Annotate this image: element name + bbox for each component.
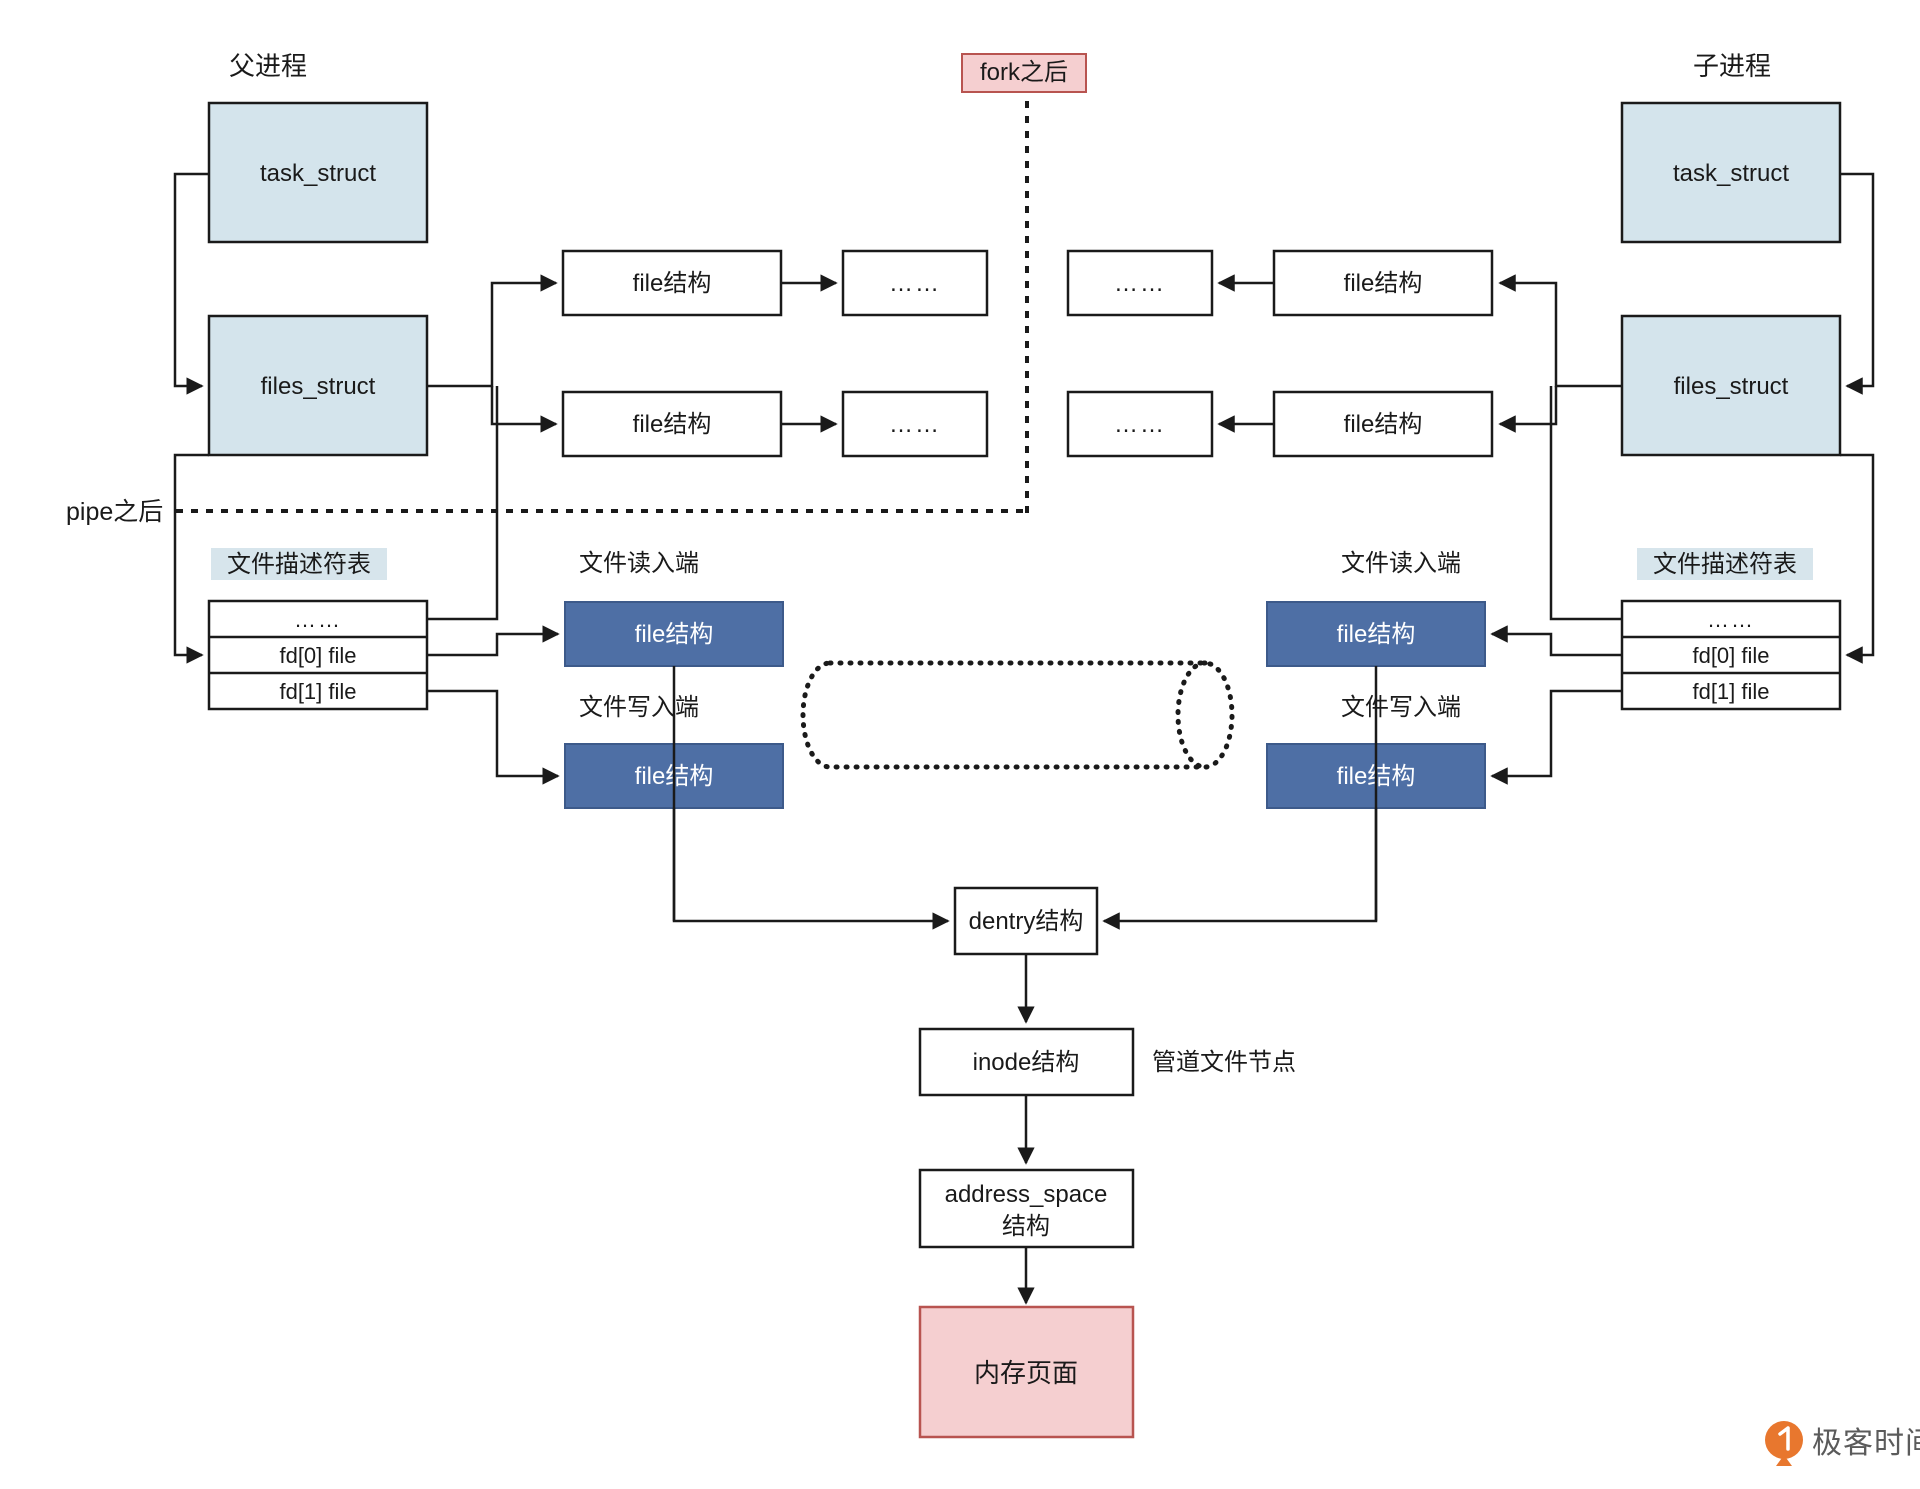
edge-child-fd0-to-read-end	[1490, 625, 1622, 657]
parent-pipe-read-file-struct-box: file结构	[564, 601, 784, 667]
parent-ellipsis-box-1: ……	[841, 249, 989, 317]
dentry-struct-label: dentry结构	[969, 908, 1084, 935]
parent-files-struct-label: files_struct	[261, 373, 376, 400]
edge-parent-files-to-file2	[490, 386, 558, 433]
dentry-struct-box: dentry结构	[953, 886, 1099, 956]
pipe-file-node-annotation: 管道文件节点	[1152, 1049, 1296, 1076]
parent-fd-table: …… fd[0] file fd[1] file	[207, 599, 429, 711]
address-space-label-line1: address_space	[945, 1181, 1108, 1208]
child-fd-table-label-bg	[1637, 548, 1813, 580]
child-file-struct-box-2: file结构	[1272, 390, 1494, 458]
pipe-label-text: pipe之后	[66, 498, 163, 526]
address-space-label-line2: 结构	[1002, 1213, 1050, 1240]
child-task-struct-label: task_struct	[1673, 160, 1789, 187]
parent-fd-table-label: 文件描述符表	[227, 551, 371, 578]
child-file-struct-label-1: file结构	[1344, 270, 1423, 297]
edge-child-fdtable-top-riser	[1549, 386, 1622, 621]
watermark-brand-text: 极客时间	[1812, 1427, 1920, 1460]
child-ellipsis-label-1: ……	[1114, 270, 1166, 297]
edge-child-files-to-file1	[1498, 274, 1622, 388]
parent-task-struct-box: task_struct	[207, 101, 429, 244]
child-fd-table: …… fd[0] file fd[1] file	[1620, 599, 1842, 711]
parent-fd-row-1: fd[0] file	[279, 643, 356, 668]
edge-parent-files-to-fdtable	[173, 453, 209, 664]
fork-label-badge: fork之后	[961, 53, 1087, 93]
edge-parent-files-to-file1	[427, 274, 558, 388]
parent-task-struct-label: task_struct	[260, 160, 376, 187]
parent-ellipsis-box-2: ……	[841, 390, 989, 458]
child-fd-table-label: 文件描述符表	[1653, 551, 1797, 578]
parent-write-end-label: 文件写入端	[579, 694, 699, 721]
memory-page-label: 内存页面	[974, 1358, 1078, 1388]
child-write-end-label: 文件写入端	[1341, 694, 1461, 721]
parent-process-title: 父进程	[229, 51, 307, 81]
child-files-struct-label: files_struct	[1674, 373, 1789, 400]
edge-child-task-to-files	[1840, 172, 1875, 395]
edge-child-files-to-file2	[1498, 386, 1558, 433]
edge-parent-fdtable-top-riser	[427, 386, 499, 621]
inode-struct-box: inode结构	[918, 1027, 1135, 1097]
parent-fd-table-label-bg	[211, 548, 387, 580]
pipe-cylinder-shape	[800, 660, 1235, 770]
child-ellipsis-box-2: ……	[1066, 390, 1214, 458]
parent-file-struct-box-2: file结构	[561, 390, 783, 458]
parent-files-struct-box: files_struct	[207, 314, 429, 457]
child-file-struct-label-2: file结构	[1344, 411, 1423, 438]
child-ellipsis-box-1: ……	[1066, 249, 1214, 317]
child-process-title: 子进程	[1693, 51, 1771, 81]
child-pipe-read-file-struct-box: file结构	[1266, 601, 1486, 667]
child-files-struct-box: files_struct	[1620, 314, 1842, 457]
parent-fd-row-0: ……	[294, 607, 342, 632]
child-task-struct-box: task_struct	[1620, 101, 1842, 244]
child-pipe-read-file-struct-label: file结构	[1337, 621, 1416, 648]
parent-read-end-label: 文件读入端	[579, 550, 699, 577]
child-fd-row-2: fd[1] file	[1692, 679, 1769, 704]
geek-time-logo-icon	[1765, 1421, 1803, 1466]
edge-child-files-to-fdtable	[1840, 453, 1875, 664]
child-fd-row-1: fd[0] file	[1692, 643, 1769, 668]
parent-file-struct-label-1: file结构	[633, 270, 712, 297]
parent-ellipsis-label-1: ……	[889, 270, 941, 297]
parent-file-struct-label-2: file结构	[633, 411, 712, 438]
address-space-struct-box: address_space 结构	[918, 1168, 1135, 1249]
parent-pipe-read-file-struct-label: file结构	[635, 621, 714, 648]
edge-parent-fd1-to-write-end	[427, 689, 560, 785]
edge-parent-task-to-files	[173, 172, 209, 395]
edge-child-fd1-to-write-end	[1490, 689, 1622, 785]
parent-file-struct-box-1: file结构	[561, 249, 783, 317]
child-read-end-label: 文件读入端	[1341, 550, 1461, 577]
child-fd-row-0: ……	[1707, 607, 1755, 632]
parent-ellipsis-label-2: ……	[889, 411, 941, 438]
fork-label-text: fork之后	[980, 59, 1068, 86]
watermark: 极客时间	[1765, 1421, 1920, 1466]
inode-struct-label: inode结构	[973, 1049, 1080, 1076]
memory-page-box: 内存页面	[918, 1305, 1135, 1439]
child-file-struct-box-1: file结构	[1272, 249, 1494, 317]
parent-fd-row-2: fd[1] file	[279, 679, 356, 704]
edge-parent-fd0-to-read-end	[427, 625, 560, 657]
child-ellipsis-label-2: ……	[1114, 411, 1166, 438]
